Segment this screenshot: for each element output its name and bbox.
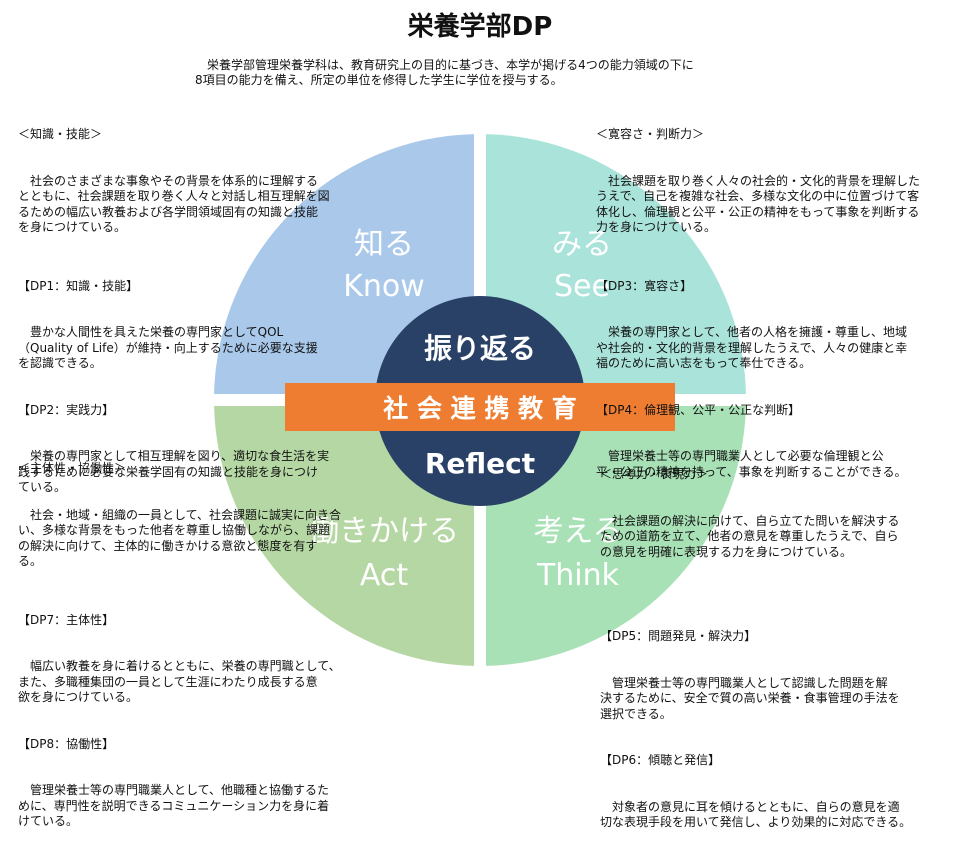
dp7-body: 幅広い教養を身に着けるとともに、栄養の専門職として、 また、多職種集団の一員とし… [18, 659, 341, 704]
dp8-title: 【DP8：協働性】 [18, 736, 115, 751]
quadrant-know-jp: 知る [354, 227, 414, 262]
block-tolerance-judgment: ＜寛容さ・判断力＞ 社会課題を取り巻く人々の社会的・文化的背景を理解した うえで… [596, 96, 956, 496]
block-body: 社会課題の解決に向けて、自ら立てた問いを解決する ための道筋を立て、他者の意見を… [600, 513, 900, 559]
dp1-body: 豊かな人間性を具えた栄養の専門家としてQOL （Quality of Life）… [18, 325, 318, 370]
quadrant-think-jp: 考える [533, 514, 622, 549]
block-knowledge-skills: ＜知識・技能＞ 社会のさまざまな事象やその背景を体系的に理解する とともに、社会… [18, 96, 378, 511]
block-heading: ＜知識・技能＞ [18, 127, 103, 141]
block-heading: ＜思考力・表現力＞ [600, 467, 709, 481]
dp1-title: 【DP1：知識・技能】 [18, 278, 139, 293]
dp5-title: 【DP5：問題発見・解決力】 [600, 629, 757, 643]
block-thinking-expression: ＜思考力・表現力＞ 社会課題の解決に向けて、自ら立てた問いを解決する ための道筋… [600, 436, 956, 846]
dp8-body: 管理栄養士等の専門職業人として、他職種と協働するた めに、専門性を説明できるコミ… [18, 783, 330, 828]
block-body: 社会課題を取り巻く人々の社会的・文化的背景を理解した うえで、自己を複雑な社会、… [596, 173, 921, 235]
block-heading: ＜寛容さ・判断力＞ [596, 127, 705, 141]
block-body: 社会のさまざまな事象やその背景を体系的に理解する とともに、社会課題を取り巻く人… [18, 173, 330, 235]
quadrant-think-en: Think [536, 558, 620, 593]
intro-text: 栄養学部管理栄養学科は、教育研究上の目的に基づき、本学が掲げる4つの能力領域の下… [195, 58, 694, 87]
dp4-title: 【DP4：倫理観、公平・公正な判断】 [596, 402, 801, 417]
dp3-body: 栄養の専門家として、他者の人格を擁護・尊重し、地域 や社会的・文化的背景を理解し… [596, 325, 908, 370]
center-label-bottom: Reflect [425, 447, 535, 480]
quadrant-see-en: See [554, 269, 610, 304]
dp6-title: 【DP6：傾聴と発信】 [600, 753, 721, 767]
quadrant-know-en: Know [343, 269, 425, 304]
dp5-body: 管理栄養士等の専門職業人として認識した問題を解 決するために、安全で質の高い栄養… [600, 675, 900, 721]
dp2-title: 【DP2：実践力】 [18, 402, 115, 417]
quadrant-see-jp: みる [552, 227, 612, 262]
dp6-body: 対象者の意見に耳を傾けるとともに、自らの意見を適 切な表現手段を用いて発信し、よ… [600, 799, 912, 830]
center-label-top: 振り返る [424, 332, 536, 365]
dp4-body: 管理栄養士等の専門職業人として必要な倫理観と公 平・公正の精神を持って、事象を判… [596, 449, 907, 479]
dp3-title: 【DP3：寛容さ】 [596, 278, 693, 293]
block-autonomy-collaboration: ＜主体性・協働性＞ 社会・地域・組織の一員として、社会課題に誠実に向き合 い、多… [18, 430, 378, 845]
block-body: 社会・地域・組織の一員として、社会課題に誠実に向き合 い、多様な背景をもった他者… [18, 507, 342, 569]
block-heading: ＜主体性・協働性＞ [18, 461, 127, 475]
dp2-body: 栄養の専門家として相互理解を図り、適切な食生活を実 践するために必要な栄養学固有… [18, 449, 330, 494]
dp7-title: 【DP7：主体性】 [18, 612, 115, 627]
page-title: 栄養学部DP [407, 12, 553, 42]
social-education-band [285, 383, 675, 431]
dp-diagram: 知る Know みる See 働きかける Act 考える Think 振り返る … [214, 134, 746, 666]
quadrant-act-jp: 働きかける [309, 514, 459, 549]
social-education-label: 社 会 連 携 教 育 [383, 394, 577, 423]
quadrant-act-en: Act [360, 558, 408, 593]
